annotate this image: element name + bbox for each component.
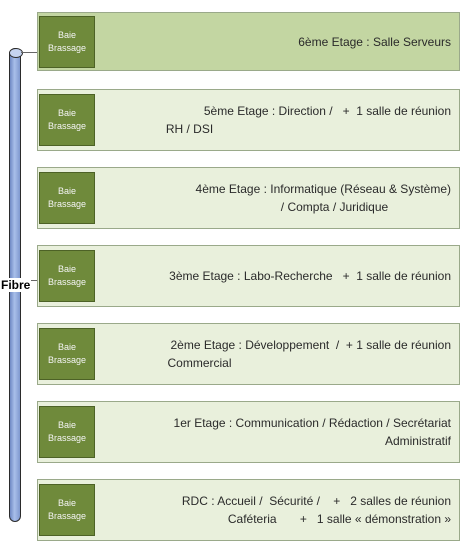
baie-brassage-label: Baie Brassage	[47, 186, 87, 209]
floor-line-1: 6ème Etage : Salle Serveurs	[298, 34, 451, 49]
floor-rdc: Baie Brassage RDC : Accueil / Sécurité /…	[37, 479, 460, 541]
floor-line-1: 2ème Etage : Développement / + 1 salle d…	[170, 338, 451, 352]
baie-brassage-box: Baie Brassage	[39, 250, 95, 302]
baie-brassage-label: Baie Brassage	[47, 420, 87, 443]
baie-brassage-label: Baie Brassage	[47, 342, 87, 365]
floor-description: 5ème Etage : Direction / + 1 salle de ré…	[98, 90, 451, 150]
floor-line-1: 5ème Etage : Direction / + 1 salle de ré…	[203, 104, 451, 118]
baie-brassage-label: Baie Brassage	[47, 264, 87, 287]
floor-line-1: RDC : Accueil / Sécurité / + 2 salles de…	[181, 494, 451, 508]
floor-description: 3ème Etage : Labo-Recherche + 1 salle de…	[98, 246, 451, 306]
baie-brassage-box: Baie Brassage	[39, 172, 95, 224]
baie-brassage-box: Baie Brassage	[39, 484, 95, 536]
baie-brassage-box: Baie Brassage	[39, 94, 95, 146]
floor-description: 6ème Etage : Salle Serveurs	[98, 13, 451, 70]
floor-description: 2ème Etage : Développement / + 1 salle d…	[98, 324, 451, 384]
floor-description: RDC : Accueil / Sécurité / + 2 salles de…	[98, 480, 451, 540]
floor-line-2: Caféteria + 1 salle « démonstration »	[227, 512, 451, 526]
baie-brassage-box: Baie Brassage	[39, 328, 95, 380]
floor-line-1: 1er Etage : Communication / Rédaction / …	[173, 416, 451, 430]
floor-description: 1er Etage : Communication / Rédaction / …	[98, 402, 451, 462]
floor-1: Baie Brassage 1er Etage : Communication …	[37, 401, 460, 463]
floor-line-1: 4ème Etage : Informatique (Réseau & Syst…	[195, 182, 451, 196]
baie-brassage-label: Baie Brassage	[47, 498, 87, 521]
floor-line-2: / Compta / Juridique	[280, 200, 389, 214]
fibre-label: Fibre	[0, 278, 32, 292]
floor-6: Baie Brassage 6ème Etage : Salle Serveur…	[37, 12, 460, 71]
floor-line-1: 3ème Etage : Labo-Recherche + 1 salle de…	[169, 269, 451, 283]
baie-brassage-box: Baie Brassage	[39, 406, 95, 458]
floor-4: Baie Brassage 4ème Etage : Informatique …	[37, 167, 460, 229]
floor-5: Baie Brassage 5ème Etage : Direction / +…	[37, 89, 460, 151]
connector-line	[21, 52, 37, 53]
floor-line-2: RH / DSI	[165, 122, 214, 136]
baie-brassage-label: Baie Brassage	[47, 30, 87, 53]
floor-2: Baie Brassage 2ème Etage : Développement…	[37, 323, 460, 385]
floor-line-2: Commercial	[167, 356, 232, 370]
baie-brassage-box: Baie Brassage	[39, 16, 95, 68]
floor-description: 4ème Etage : Informatique (Réseau & Syst…	[98, 168, 451, 228]
floor-3: Baie Brassage 3ème Etage : Labo-Recherch…	[37, 245, 460, 307]
baie-brassage-label: Baie Brassage	[47, 108, 87, 131]
floor-line-2: Administratif	[384, 434, 451, 448]
